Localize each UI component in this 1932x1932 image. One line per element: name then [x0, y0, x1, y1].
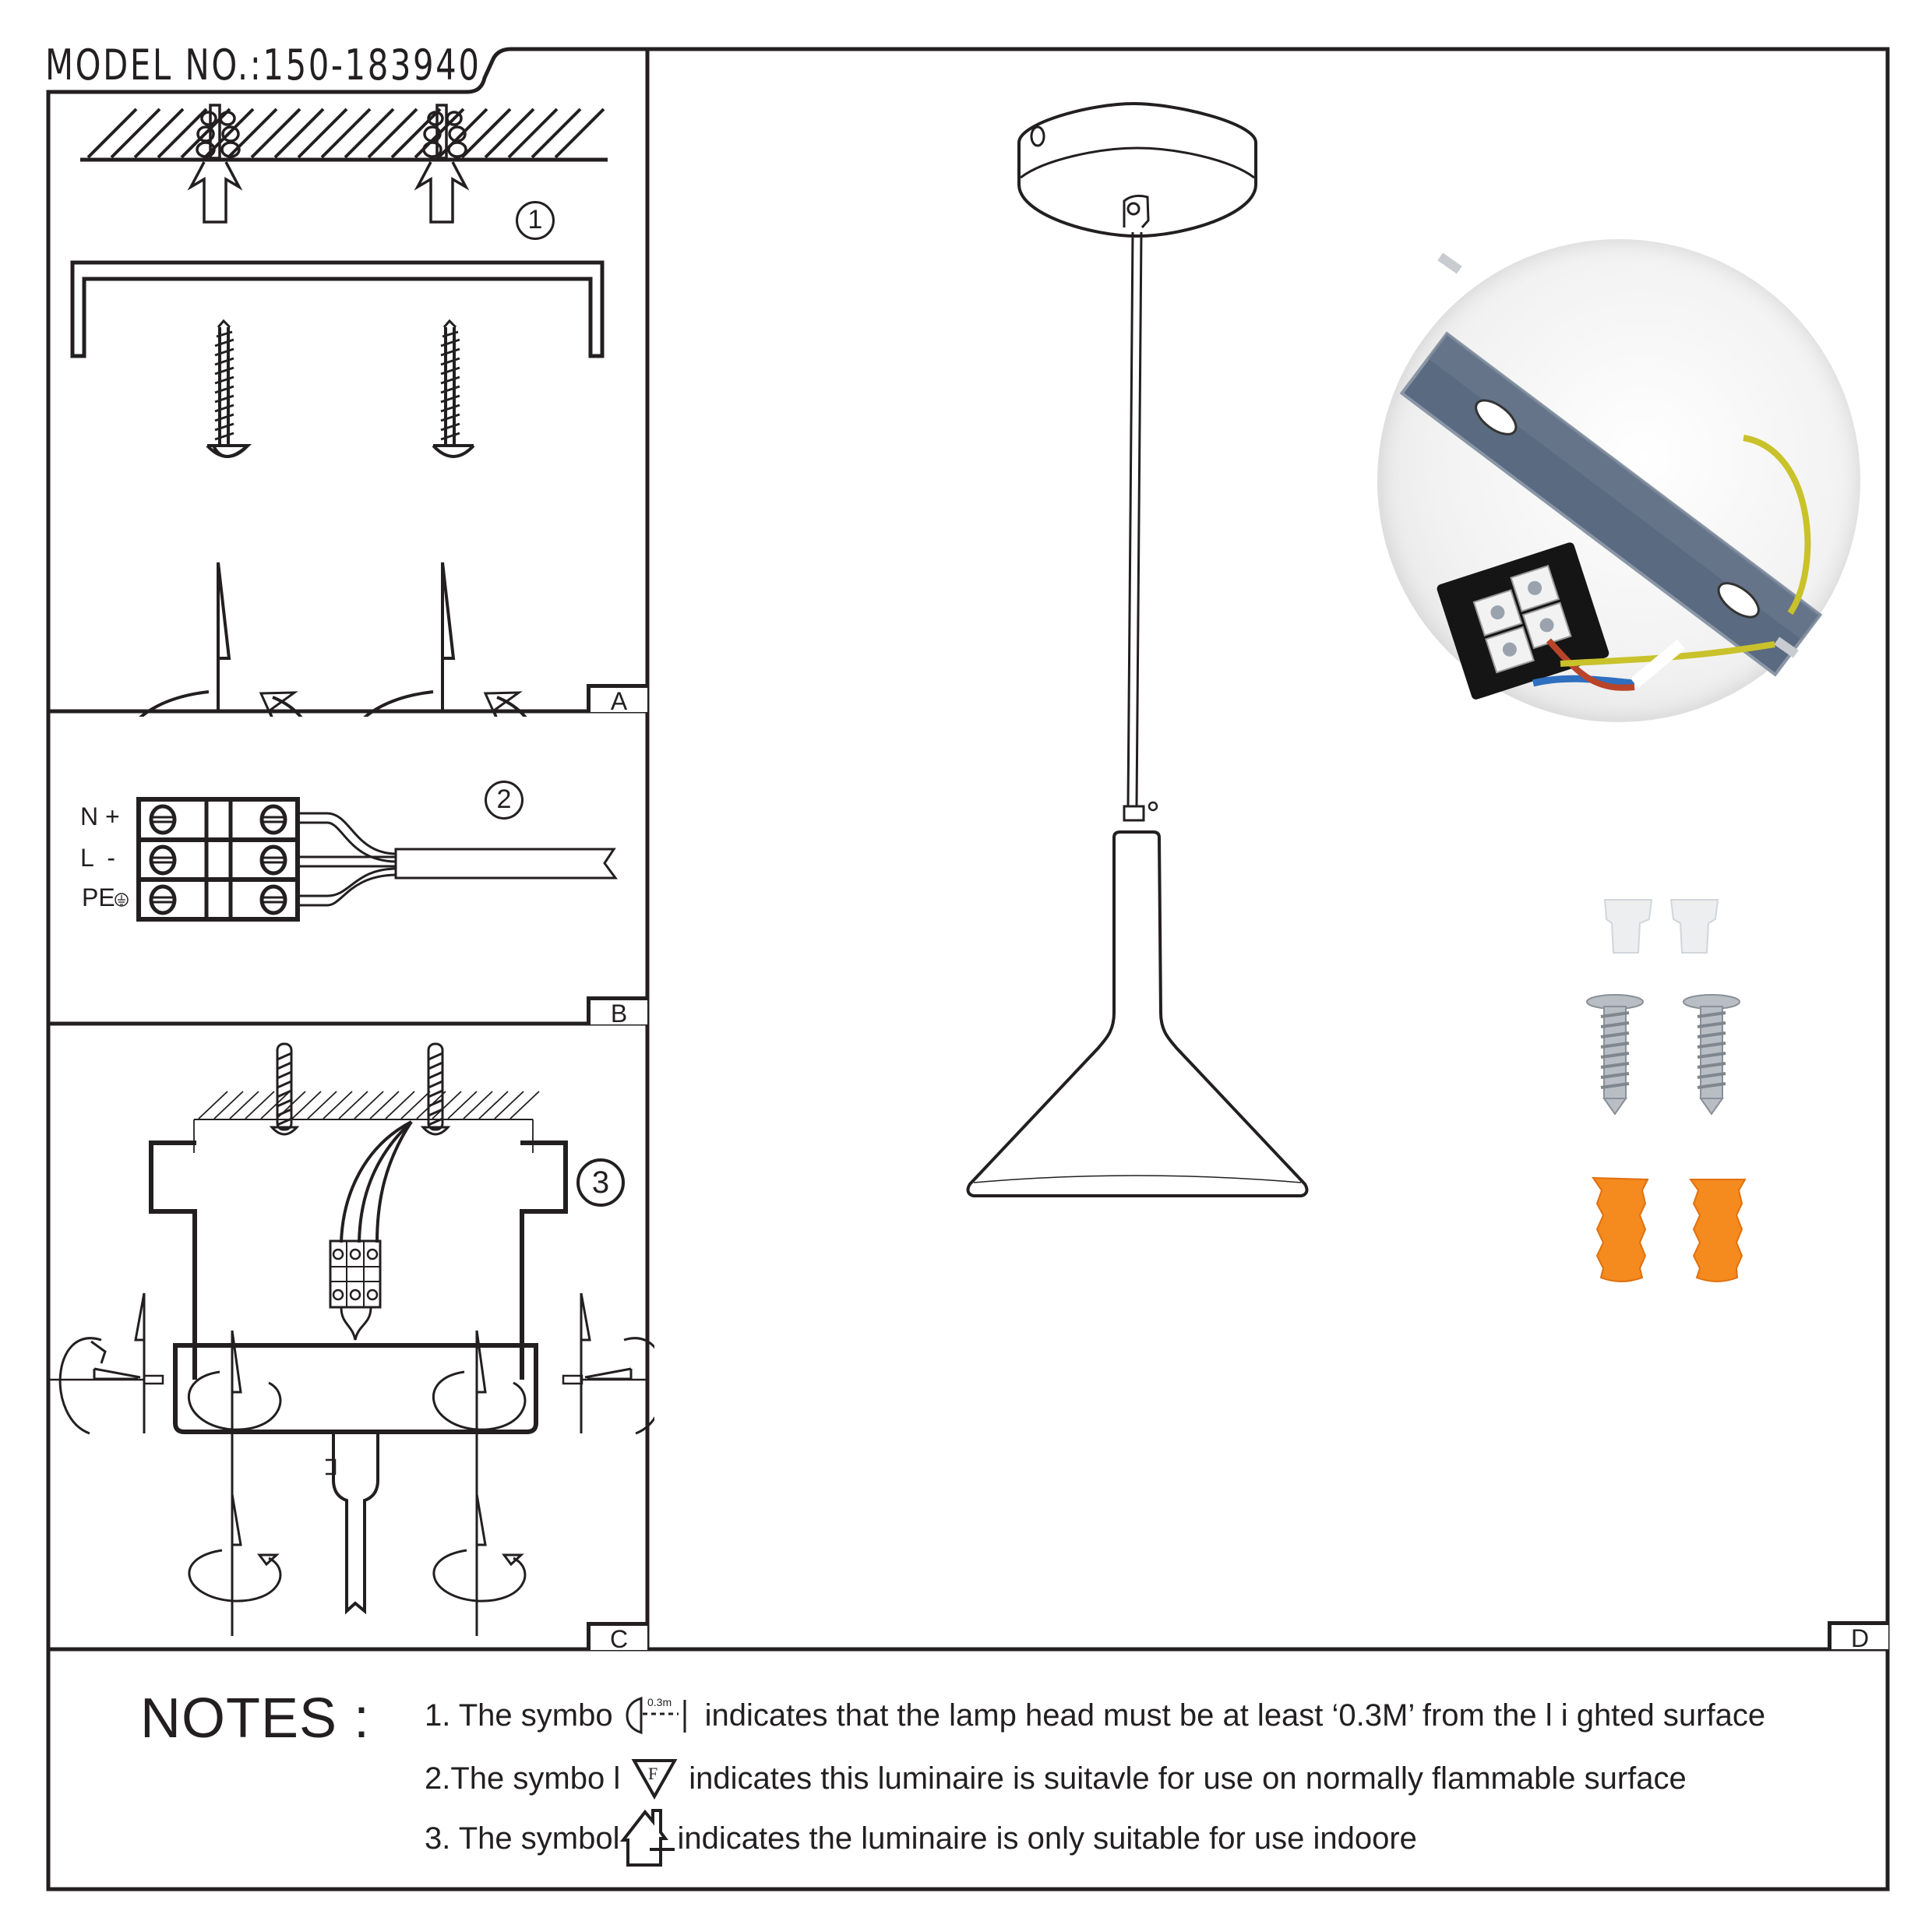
step-3-number: 3	[576, 1158, 625, 1207]
note-3: 3. The symbol indicates the luminaire is…	[425, 1807, 1417, 1870]
canopy-interior-details	[1399, 252, 1823, 700]
step-1-number: 1	[516, 201, 555, 240]
terminal-label-live: L -	[80, 844, 116, 872]
hardware-kit	[1586, 899, 1747, 1282]
wall-plugs	[1592, 1176, 1747, 1282]
svg-text:0.3m: 0.3m	[647, 1696, 672, 1708]
note-3-prefix: 3. The symbol	[425, 1821, 620, 1856]
note-2-prefix: 2.The symbo l	[425, 1761, 621, 1796]
notes-title: NOTES :	[140, 1687, 371, 1750]
indoor-house-icon	[619, 1807, 675, 1870]
note-2: 2.The symbo l F indicates this luminaire…	[425, 1757, 1687, 1800]
terminal-block-diagram	[115, 797, 618, 922]
pendant-lamp-outline	[966, 101, 1309, 1197]
terminal-label-neutral: N +	[80, 802, 120, 830]
flammable-surface-symbol-icon: F	[631, 1757, 678, 1800]
model-number: MODEL NO.:150-183940	[45, 41, 481, 90]
canopy-fixing-diagram	[48, 1042, 654, 1636]
distance-symbol-icon: 0.3m	[624, 1692, 694, 1739]
note-1-prefix: 1. The symbo	[425, 1698, 613, 1733]
note-1: 1. The symbo 0.3m indicates that the lam…	[425, 1692, 1765, 1739]
step-2-number: 2	[485, 781, 524, 820]
insulating-caps	[1603, 899, 1719, 954]
terminal-label-earth: PE	[82, 883, 115, 911]
ceiling-anchor-diagram	[80, 104, 608, 224]
screws	[1586, 994, 1740, 1116]
note-2-text: indicates this luminaire is suitavle for…	[689, 1761, 1687, 1796]
mounting-bracket-and-screws	[70, 260, 605, 717]
panel-d-label: D	[1828, 1621, 1888, 1652]
panel-a-label: A	[587, 684, 647, 714]
panel-c-label: C	[587, 1622, 647, 1652]
canopy-interior-photo	[1377, 239, 1860, 722]
note-1-text: indicates that the lamp head must be at …	[704, 1698, 1766, 1733]
panel-b-label: B	[587, 996, 647, 1027]
note-3-text: indicates the luminaire is only suitable…	[677, 1821, 1417, 1856]
svg-text:F: F	[648, 1764, 658, 1783]
